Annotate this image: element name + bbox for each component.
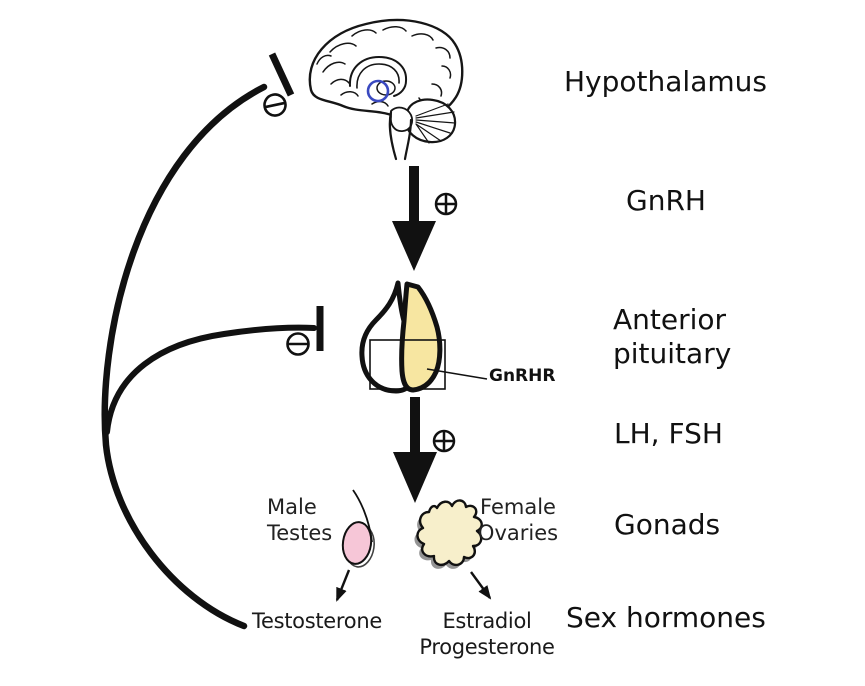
pituitary-illustration: [359, 280, 488, 394]
testosterone-arrow: [335, 569, 351, 602]
label-male: Male: [267, 495, 317, 519]
estradiol-arrow: [470, 571, 492, 600]
inhibition-bar-hypothalamus: [268, 52, 295, 97]
pons: [390, 106, 414, 132]
brain-illustration: [308, 18, 464, 161]
cerebellum-folia-lines: [415, 103, 456, 144]
testis-illustration: [341, 489, 375, 568]
gnrhr-receptor-box: [369, 339, 446, 390]
ovary-illustration: [414, 499, 483, 569]
label-testes: Testes: [267, 521, 333, 545]
stimulation-plus-icon: [434, 192, 458, 216]
label-ovaries: Ovaries: [477, 521, 559, 545]
label-progesterone: Progesterone: [419, 635, 555, 659]
cerebrum-outline: [308, 18, 464, 119]
lh-fsh-arrow: [393, 397, 437, 503]
gnrhr-leader-line: [426, 368, 488, 380]
inhibition-minus-icon: [263, 93, 287, 117]
anterior-lobe: [399, 281, 443, 393]
label-testosterone: Testosterone: [252, 609, 382, 633]
hypothalamus-marker-circle: [366, 79, 390, 103]
label-female: Female: [480, 495, 556, 519]
brainstem-lines: [388, 110, 413, 161]
feedback-curve-to-hypothalamus: [101, 83, 268, 630]
epididymis-line: [352, 489, 373, 543]
label-male-testes: Male Testes: [267, 494, 332, 546]
label-sex-hormones: Sex hormones: [566, 601, 766, 634]
feedback-loops: [101, 52, 324, 630]
gnrh-arrow: [392, 166, 436, 271]
label-gnrhr: GnRHR: [489, 366, 556, 386]
stimulation-plus-icon: [432, 429, 456, 453]
label-gnrh: GnRH: [626, 184, 706, 217]
label-lh-fsh: LH, FSH: [614, 417, 723, 450]
label-anterior-pituitary-line2: pituitary: [613, 337, 732, 370]
label-gonads: Gonads: [614, 508, 721, 541]
corpus-callosum: [348, 55, 408, 97]
testis-body: [341, 521, 373, 565]
label-estradiol: Estradiol: [442, 609, 532, 633]
label-anterior-pituitary-line1: Anterior: [613, 303, 727, 336]
label-hypothalamus: Hypothalamus: [564, 65, 767, 98]
label-female-ovaries: Female Ovaries: [453, 494, 583, 546]
label-anterior-pituitary: Anterior pituitary: [613, 303, 731, 371]
inhibition-minus-icon: [286, 332, 310, 356]
corpus-callosum-inner: [356, 63, 400, 89]
label-estradiol-progesterone: Estradiol Progesterone: [407, 608, 567, 660]
feedback-curve-to-pituitary: [104, 324, 317, 435]
ovary-body: [416, 499, 483, 567]
